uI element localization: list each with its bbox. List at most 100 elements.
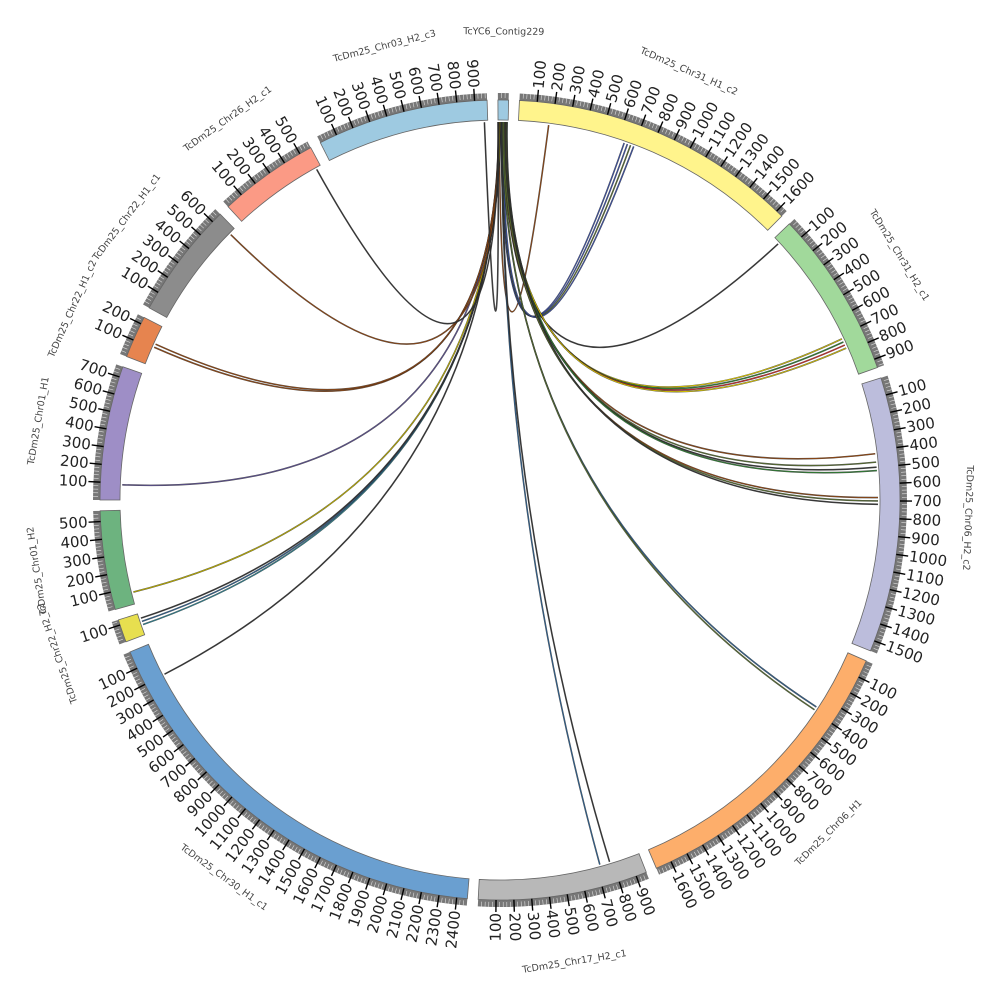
minor-tick	[860, 319, 866, 323]
minor-tick	[852, 303, 857, 307]
minor-tick	[864, 667, 870, 671]
minor-tick	[163, 270, 169, 274]
minor-tick	[416, 101, 418, 107]
minor-tick	[274, 160, 278, 166]
tick-label: 300	[61, 432, 92, 454]
minor-tick	[423, 100, 425, 106]
major-tick	[885, 606, 898, 611]
segment-contig[interactable]: TcYC6_Contig229	[462, 26, 544, 121]
segment-chr30h1[interactable]: 1002003004005006007008009001000110012001…	[96, 643, 470, 950]
minor-tick	[577, 894, 580, 900]
segment-chr06h1[interactable]: 1002003004005006007008009001000110012001…	[647, 652, 900, 912]
minor-tick	[153, 285, 159, 289]
minor-tick	[899, 543, 905, 545]
minor-tick	[246, 814, 251, 819]
minor-tick	[769, 797, 774, 802]
segment-band	[126, 316, 163, 365]
major-tick	[347, 116, 354, 129]
minor-tick	[863, 326, 869, 329]
minor-tick	[896, 431, 902, 434]
minor-tick	[448, 96, 450, 102]
segment-chr03h2[interactable]: 100200300400500600700800900TcDm25_Chr03_…	[311, 28, 489, 162]
major-tick	[223, 796, 233, 807]
minor-tick	[829, 266, 834, 270]
minor-tick	[831, 727, 836, 731]
major-tick	[893, 427, 906, 431]
segment-name: TcDm25_Chr22_H1_c2	[46, 259, 99, 361]
minor-tick	[745, 818, 749, 823]
major-tick	[800, 228, 811, 238]
major-tick	[554, 91, 558, 104]
major-tick	[670, 861, 677, 873]
minor-tick	[157, 279, 163, 283]
minor-tick	[825, 736, 830, 740]
segment-name: TcDm25_Chr03_H2_c3	[331, 28, 437, 65]
minor-tick	[712, 154, 716, 160]
tick-label: 500	[59, 513, 89, 533]
minor-tick	[877, 637, 883, 641]
minor-tick	[184, 753, 189, 758]
segment-chr31h1[interactable]: 1002003004005006007008009001000110012001…	[518, 45, 819, 231]
minor-tick	[103, 588, 109, 591]
minor-tick	[444, 96, 447, 102]
segment-chr31h2[interactable]: 100200300400500600700800900TcDm25_Chr31_…	[774, 203, 931, 375]
minor-tick	[182, 751, 187, 755]
minor-tick	[181, 246, 186, 251]
minor-tick	[106, 602, 112, 605]
minor-tick	[159, 276, 165, 280]
minor-tick	[179, 748, 185, 752]
minor-tick	[658, 869, 662, 875]
minor-tick	[730, 166, 735, 172]
minor-tick	[112, 621, 118, 625]
minor-tick	[275, 835, 280, 841]
minor-tick	[346, 872, 350, 878]
minor-tick	[108, 388, 114, 391]
link-chr30h1-outline	[164, 121, 500, 675]
major-tick	[898, 463, 911, 466]
minor-tick	[135, 678, 141, 682]
minor-tick	[191, 762, 196, 766]
minor-tick	[885, 614, 891, 617]
major-tick	[786, 778, 796, 788]
minor-tick	[709, 842, 713, 848]
minor-tick	[127, 662, 133, 665]
tick-label: 800	[912, 510, 941, 529]
minor-tick	[448, 898, 450, 904]
minor-tick	[204, 219, 209, 224]
minor-tick	[243, 812, 248, 817]
minor-tick	[715, 156, 719, 162]
minor-tick	[249, 816, 253, 822]
minor-tick	[645, 120, 648, 126]
tick-label: 300	[62, 550, 93, 572]
minor-tick	[724, 833, 728, 838]
minor-tick	[551, 96, 553, 102]
minor-tick	[872, 346, 878, 349]
minor-tick	[742, 820, 746, 825]
minor-tick	[892, 586, 898, 588]
link-chr26h2	[316, 122, 499, 325]
tick-label: 200	[505, 912, 524, 941]
segment-chr06h2[interactable]: 1002003004005006007008009001000110012001…	[851, 375, 975, 667]
major-tick	[566, 894, 570, 907]
minor-tick	[611, 108, 614, 114]
major-tick	[157, 270, 169, 278]
minor-tick	[877, 359, 883, 363]
minor-tick	[111, 377, 117, 380]
major-tick	[233, 185, 242, 196]
major-tick	[129, 317, 142, 325]
major-tick	[98, 408, 111, 413]
minor-tick	[291, 845, 295, 850]
minor-tick	[165, 267, 171, 271]
minor-tick	[785, 782, 790, 787]
minor-tick	[136, 681, 142, 685]
major-tick	[601, 886, 606, 899]
major-tick	[282, 839, 290, 851]
segment-name: TcDm25_Chr06_H2_c2	[960, 464, 975, 571]
major-tick	[418, 95, 423, 108]
minor-tick	[629, 880, 633, 886]
